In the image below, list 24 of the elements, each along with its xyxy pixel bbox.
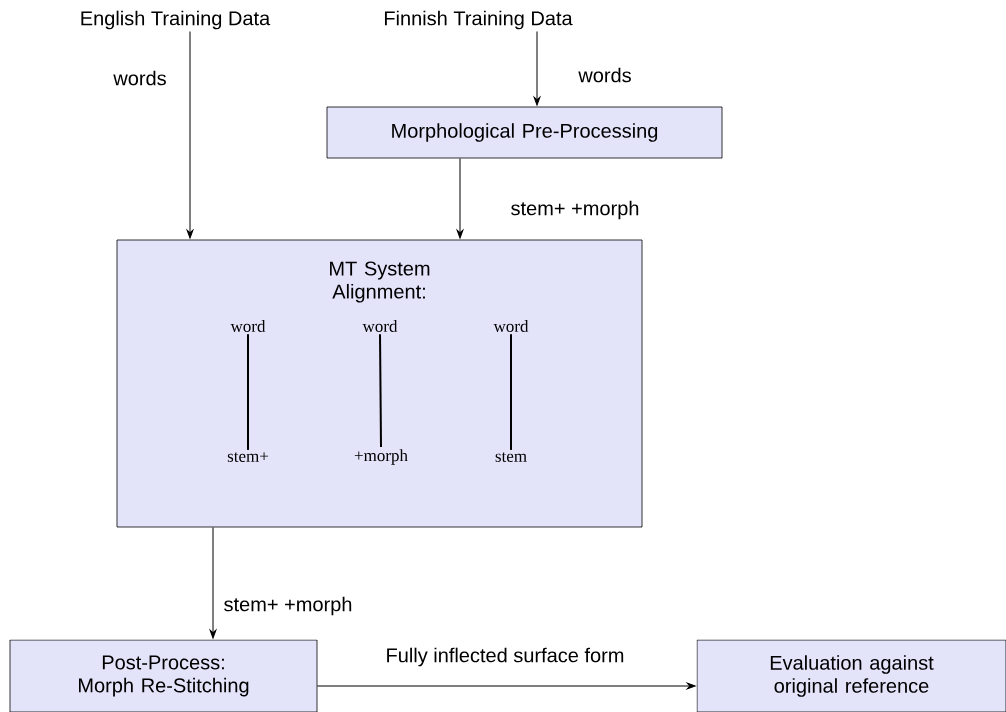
alignment-line — [510, 333, 512, 451]
arrow — [209, 526, 217, 639]
process-box: Morphological Pre-Processing — [326, 106, 723, 159]
alignment-word: word — [362, 320, 398, 332]
alignment-word: stem — [495, 452, 527, 462]
edge-label: Fully inflected surface form — [384, 646, 626, 668]
alignment-line — [379, 333, 382, 449]
alignment-word: word — [230, 320, 266, 332]
arrow — [316, 682, 696, 690]
edge-label: stem+ +morph — [222, 595, 354, 617]
source-text: English Training Data — [81, 10, 271, 30]
process-box: Post-Process: Morph Re-Stitching — [9, 639, 318, 712]
arrow — [533, 31, 541, 106]
process-box: Evaluation against original reference — [696, 639, 1006, 712]
edge-label: words — [112, 69, 168, 87]
arrow — [456, 157, 464, 239]
arrow — [186, 31, 194, 239]
source-text: Finnish Training Data — [385, 10, 573, 30]
alignment-line — [247, 333, 249, 451]
alignment-word: +morph — [354, 449, 408, 465]
edge-label: stem+ +morph — [509, 199, 641, 221]
alignment-word: stem+ — [227, 452, 268, 462]
alignment-word: word — [493, 320, 529, 332]
edge-label: words — [577, 66, 633, 84]
